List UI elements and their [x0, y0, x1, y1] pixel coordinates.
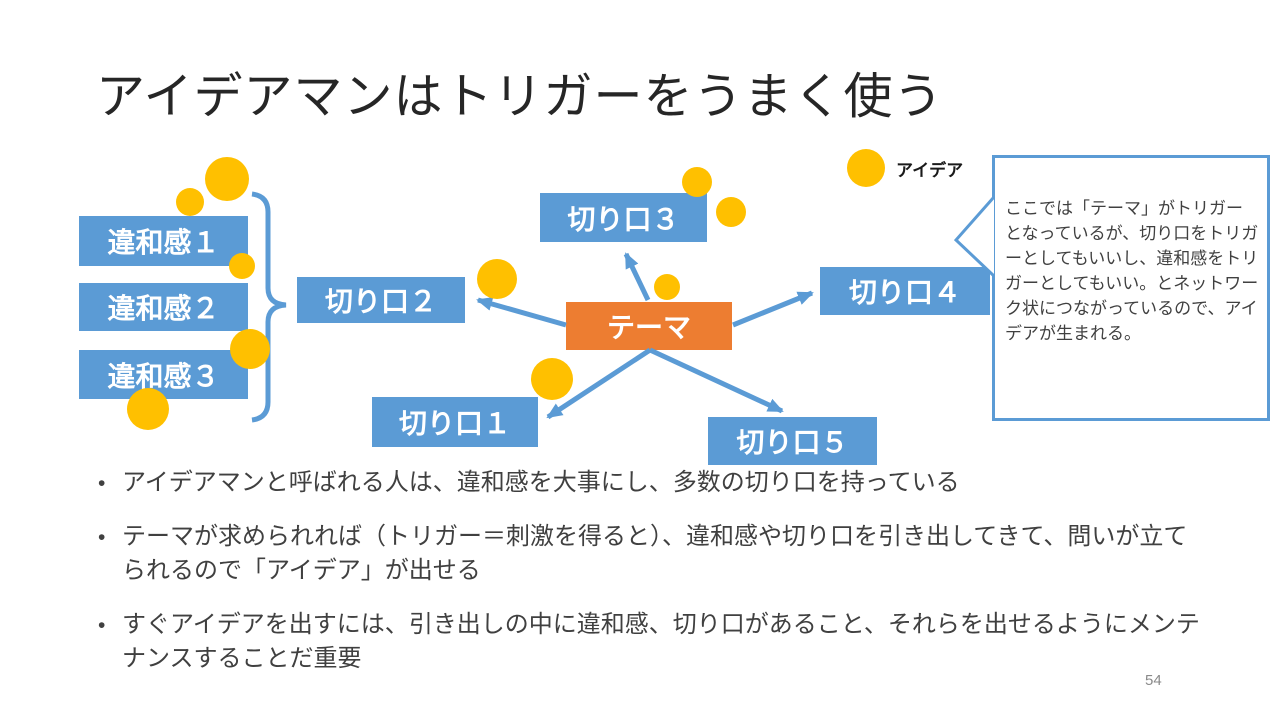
node-kirikuchi-3: 切り口３ [540, 193, 707, 242]
idea-circle [229, 253, 255, 279]
node-iwakan-3: 違和感３ [79, 350, 248, 399]
node-kirikuchi-1: 切り口１ [372, 397, 538, 447]
idea-circle [477, 259, 517, 299]
idea-legend-label: アイデア [896, 161, 964, 180]
idea-circle [127, 388, 169, 430]
idea-circle [682, 167, 712, 197]
node-kirikuchi-4: 切り口４ [820, 267, 990, 315]
idea-circle [230, 329, 270, 369]
node-iwakan-1: 違和感１ [79, 216, 248, 266]
slide-title: アイデアマンはトリガーをうまく使う [96, 70, 944, 124]
node-theme: テーマ [566, 302, 732, 350]
node-kirikuchi-5: 切り口５ [708, 417, 877, 465]
node-kirikuchi-2: 切り口２ [297, 277, 465, 323]
callout-box: ここでは「テーマ」がトリガーとなっているが、切り口をトリガーとしてもいいし、違和… [992, 155, 1270, 421]
idea-circle [654, 274, 680, 300]
idea-circle [176, 188, 204, 216]
idea-circle [716, 197, 746, 227]
bullet-item: アイデアマンと呼ばれる人は、違和感を大事にし、多数の切り口を持っている [96, 466, 1206, 501]
page-number: 54 [1145, 672, 1162, 689]
idea-circle [847, 149, 885, 187]
idea-circle [531, 358, 573, 400]
bullet-item: すぐアイデアを出すには、引き出しの中に違和感、切り口があること、それらを出せるよ… [96, 608, 1206, 676]
idea-circle [205, 157, 249, 201]
callout-tail-icon [953, 196, 996, 278]
bullet-list: アイデアマンと呼ばれる人は、違和感を大事にし、多数の切り口を持っている テーマが… [96, 466, 1206, 696]
brace-icon [251, 191, 287, 423]
bullet-item: テーマが求められれば（トリガー＝刺激を得ると）、違和感や切り口を引き出してきて、… [96, 520, 1206, 588]
node-iwakan-2: 違和感２ [79, 283, 248, 331]
